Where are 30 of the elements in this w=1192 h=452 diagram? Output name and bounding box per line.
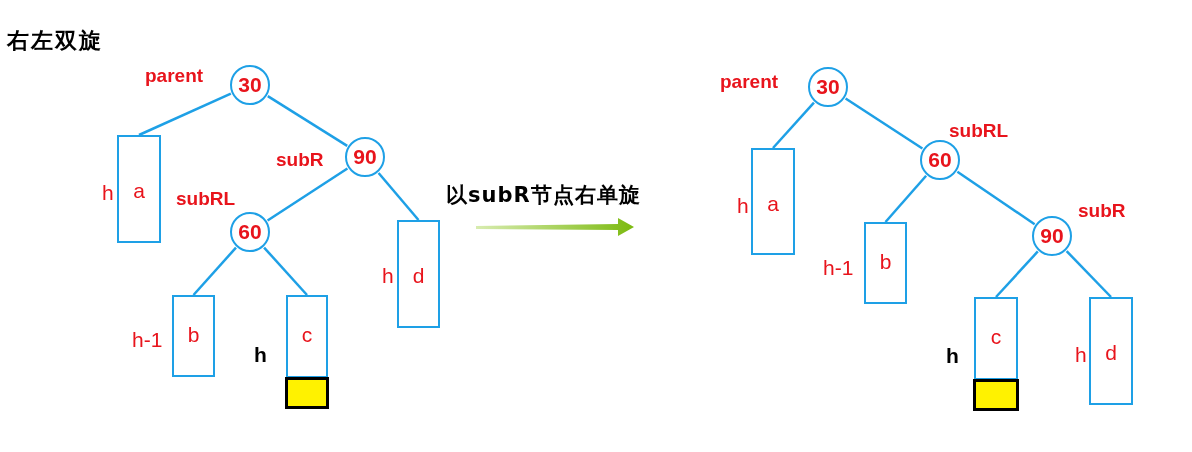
- height-label: h: [946, 345, 959, 366]
- tree-edge: [884, 174, 928, 223]
- tree-edge: [1065, 250, 1112, 298]
- height-label: h: [1075, 344, 1087, 365]
- height-increase-box: [285, 377, 329, 409]
- tree-edge: [266, 167, 349, 222]
- pointer-label: subR: [276, 150, 324, 169]
- pointer-label: parent: [720, 72, 779, 91]
- height-label: h-1: [823, 257, 854, 278]
- height-label: h: [737, 195, 749, 216]
- height-label: h: [102, 182, 114, 203]
- pointer-label: subRL: [949, 121, 1009, 140]
- title: 右左双旋: [7, 26, 103, 55]
- rotation-caption: 以subR节点右单旋: [446, 182, 641, 209]
- pointer-label: subR: [1078, 201, 1126, 220]
- pointer-label: subRL: [176, 189, 236, 208]
- tree-edge: [956, 170, 1036, 226]
- tree-edge: [192, 246, 237, 296]
- height-increase-box: [973, 379, 1019, 411]
- height-label: h: [382, 265, 394, 286]
- tree-edge: [263, 246, 308, 296]
- tree-edge: [377, 172, 420, 221]
- height-label: h: [254, 344, 267, 365]
- tree-edge: [772, 101, 815, 149]
- tree-edge: [995, 250, 1039, 298]
- tree-edge: [138, 92, 232, 137]
- pointer-label: parent: [145, 66, 204, 85]
- height-label: h-1: [132, 329, 163, 350]
- tree-edge: [844, 97, 924, 150]
- tree-edge: [267, 95, 348, 147]
